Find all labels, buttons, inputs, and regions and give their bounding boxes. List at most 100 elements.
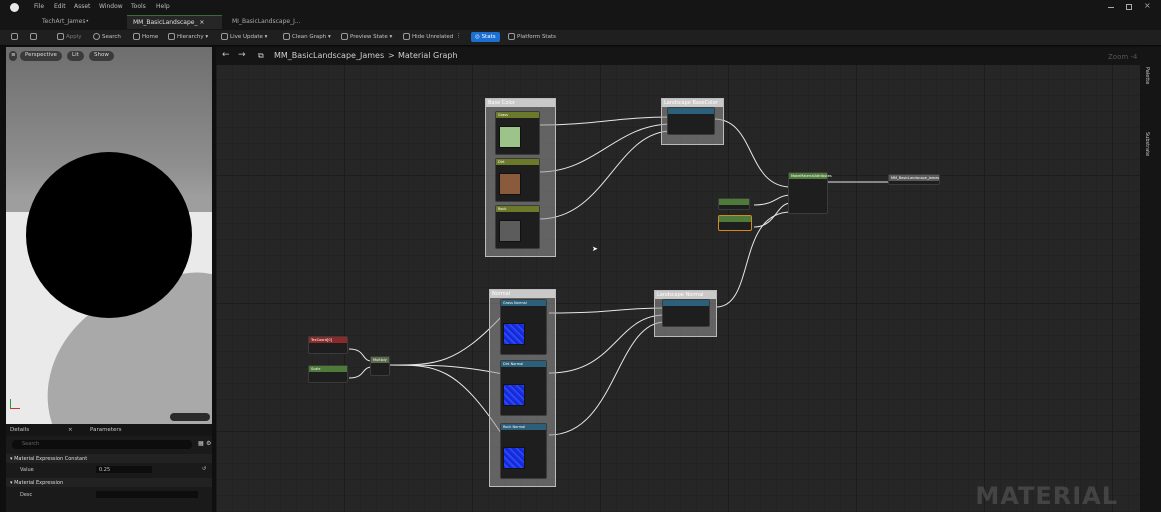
node-dirt-normal[interactable]: Dirt Normal [500,360,547,416]
hierarchy-button[interactable]: Hierarchy ▾ [168,33,208,40]
clean-graph-label: Clean Graph [292,34,327,40]
tab-parameters[interactable]: Parameters [90,427,122,433]
viewport-options-icon[interactable]: ≡ [9,51,17,61]
menu-tools[interactable]: Tools [131,3,146,10]
node-constant-selected[interactable] [718,215,752,231]
perspective-button[interactable]: Perspective [20,51,62,61]
wire [548,307,666,314]
editor-toolbar [0,30,1161,46]
preview-state-icon [341,33,348,40]
node-constant-a[interactable] [718,198,750,210]
wire [388,364,504,375]
node-grass-normal[interactable]: Grass Normal [500,299,547,355]
node-title: Rock [496,206,539,212]
hide-unrelated-icon [403,33,410,40]
wire [348,366,373,379]
forward-arrow-icon[interactable]: → [238,50,246,60]
hide-unrelated-button[interactable]: Hide Unrelated [403,33,453,40]
node-material-output[interactable]: MM_BasicLandscape_James [888,174,940,185]
value-field[interactable]: 0.25 [96,466,152,473]
details-search-input[interactable]: Search [12,440,192,449]
hierarchy-label: Hierarchy [177,34,204,40]
clean-graph-icon [283,33,290,40]
browse-icon[interactable] [30,33,39,40]
platform-stats-button[interactable]: Platform Stats [508,33,556,40]
menu-help[interactable]: Help [156,3,170,10]
tab-details[interactable]: Details [10,427,30,433]
node-multiply[interactable]: Multiply [370,356,390,376]
tab-material-instance[interactable]: MI_BasicLandscape_J... [226,15,307,29]
node-rock-color[interactable]: Rock [495,205,540,249]
details-tabs [6,424,212,436]
preview-state-button[interactable]: Preview State ▾ [341,33,392,40]
live-update-icon [221,33,228,40]
node-rock-normal[interactable]: Rock Normal [500,423,547,479]
comment-title: Landscape BaseColor [662,99,723,107]
stats-button[interactable]: ◎ Stats [471,32,500,42]
save-icon[interactable] [11,33,20,40]
comment-title: Normal [490,290,555,298]
toolbar-more-icon[interactable]: ⋮ [456,33,462,39]
breadcrumb-root[interactable]: MM_BasicLandscape_James [274,51,385,60]
clean-graph-button[interactable]: Clean Graph ▾ [283,33,331,40]
node-scale[interactable]: Scale [308,365,348,383]
details-close-icon[interactable]: × [68,427,73,433]
grid-view-icon[interactable]: ▦ [198,440,204,447]
search-button[interactable]: Search [93,33,121,40]
wire [538,130,673,220]
dirt-normal-texture [503,384,525,406]
reset-arrow-icon[interactable]: ↺ [202,466,207,472]
section-expression[interactable]: ▾ Material Expression [6,478,212,487]
live-update-label: Live Update [230,34,263,40]
node-title: TexCoord[0] [309,337,347,343]
show-button[interactable]: Show [89,51,114,61]
stats-label: Stats [481,34,496,40]
apply-button[interactable]: Apply [57,33,82,40]
menu-edit[interactable]: Edit [54,3,66,10]
node-landscape-layer-blend-color[interactable] [667,107,715,135]
node-header [663,300,709,306]
node-title: Scale [309,366,347,372]
grass-normal-texture [503,323,525,345]
close-icon[interactable]: × [1144,1,1151,10]
palette-tab[interactable]: Palette [1144,67,1150,85]
tab-techart[interactable]: TechArt_James• [36,15,95,29]
search-label: Search [102,34,121,40]
tab-close-icon[interactable]: × [199,19,205,26]
grass-color-swatch [499,126,521,148]
unreal-logo-icon[interactable] [10,3,19,12]
details-panel: Details × Parameters Search ▦ ⚙ ▾ Materi… [6,424,212,512]
desc-field[interactable] [96,491,198,498]
tab-label: MI_BasicLandscape_J... [232,18,301,25]
settings-gear-icon[interactable]: ⚙ [206,440,212,447]
tab-material-editor[interactable]: MM_BasicLandscape_ × [127,15,222,29]
comment-title: Landscape Normal [655,291,716,299]
preview-shape-icons[interactable] [170,413,210,421]
home-label: Home [142,34,159,40]
wire [388,314,504,366]
desc-label: Desc [20,492,33,498]
node-texcoord[interactable]: TexCoord[0] [308,336,348,354]
menu-asset[interactable]: Asset [74,3,91,10]
section-title: Material Expression [14,480,64,486]
graph-tree-icon: ⧉ [258,51,264,60]
minimize-icon[interactable] [1108,7,1114,8]
node-dirt-color[interactable]: Dirt [495,158,540,202]
node-landscape-layer-blend-normal[interactable] [662,299,710,327]
wire [388,364,504,437]
node-title: Grass Normal [501,300,546,306]
node-make-material-attributes[interactable]: MakeMaterialAttributes [788,172,832,214]
maximize-icon[interactable] [1126,4,1132,10]
lit-button[interactable]: Lit [67,51,84,61]
node-title: Dirt Normal [501,361,546,367]
back-arrow-icon[interactable]: ← [222,50,230,60]
section-expression-constant[interactable]: ▾ Material Expression Constant [6,454,212,463]
preview-viewport[interactable]: ≡ Perspective Lit Show [6,47,212,424]
material-graph-canvas[interactable]: ← → ⧉ MM_BasicLandscape_James > Material… [216,47,1140,512]
node-grass-color[interactable]: Grass [495,111,540,155]
substrate-tab[interactable]: Substrate [1144,132,1150,157]
menu-file[interactable]: File [34,3,45,10]
home-button[interactable]: Home [133,33,158,40]
menu-window[interactable]: Window [99,3,123,10]
live-update-button[interactable]: Live Update ▾ [221,33,267,40]
